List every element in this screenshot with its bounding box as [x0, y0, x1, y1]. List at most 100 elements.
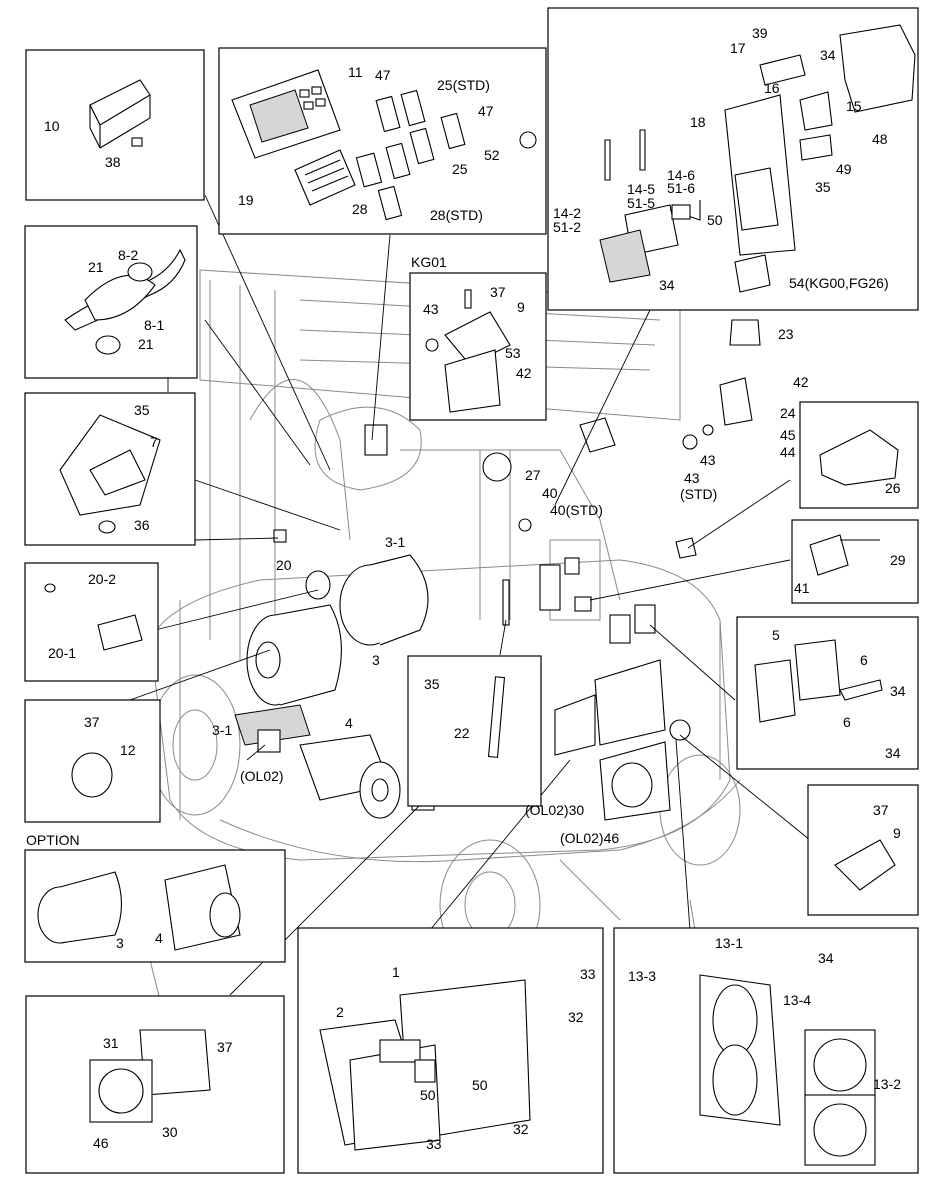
callout-c25std: 25(STD): [437, 77, 490, 93]
callout-c35c: 35: [424, 676, 440, 692]
callout-c48: 48: [872, 131, 888, 147]
callout-c33a: 33: [580, 966, 596, 982]
callout-c13_3: 13-3: [628, 968, 656, 984]
callout-c19: 19: [238, 192, 254, 208]
callout-c6a: 6: [860, 652, 868, 668]
callout-c45: 45: [780, 427, 796, 443]
truck-outline: [149, 269, 741, 1001]
callout-c52: 52: [484, 147, 500, 163]
callout-c32a: 32: [568, 1009, 584, 1025]
callout-c14_6: 14-6: [667, 167, 695, 183]
callout-c8_1: 8-1: [144, 317, 164, 333]
callout-c25: 25: [452, 161, 468, 177]
callout-cstd: (STD): [680, 486, 717, 502]
callout-col02_30: (OL02)30: [525, 802, 584, 818]
callout-c44: 44: [780, 444, 796, 460]
callout-c40std: 40(STD): [550, 502, 603, 518]
callout-c41: 41: [794, 580, 810, 596]
callout-c3_1b: 3-1: [212, 722, 232, 738]
leader-lines: [129, 194, 811, 996]
callout-c27: 27: [525, 467, 541, 483]
box-22: [407, 655, 542, 807]
callout-c14_5: 14-5: [627, 181, 655, 197]
callout-c30: 30: [162, 1124, 178, 1140]
callout-c54: 54(KG00,FG26): [789, 275, 889, 291]
callout-c34b: 34: [659, 277, 675, 293]
callout-c15: 15: [846, 98, 862, 114]
callout-c37a: 37: [490, 284, 506, 300]
callout-c46: 46: [93, 1135, 109, 1151]
callout-c50c: 50: [472, 1077, 488, 1093]
callout-c50a: 50: [707, 212, 723, 228]
callout-c34e: 34: [818, 950, 834, 966]
callout-c16: 16: [764, 80, 780, 96]
callout-c37c: 37: [873, 802, 889, 818]
callout-c28std: 28(STD): [430, 207, 483, 223]
callout-c14_2: 14-2: [553, 205, 581, 221]
option-heading: OPTION: [26, 832, 80, 848]
part-sketches: [37, 24, 916, 1166]
callout-c1: 1: [392, 964, 400, 980]
callout-c21b: 21: [138, 336, 154, 352]
callout-c28: 28: [352, 201, 368, 217]
callout-c35b: 35: [134, 402, 150, 418]
callout-c10: 10: [44, 118, 60, 134]
callout-c40a: 40: [542, 485, 558, 501]
callout-c24: 24: [780, 405, 796, 421]
callout-c9a: 9: [517, 299, 525, 315]
callout-c32b: 32: [513, 1121, 529, 1137]
callout-c49: 49: [836, 161, 852, 177]
callout-c43b: 43: [700, 452, 716, 468]
callout-c37d: 37: [217, 1039, 233, 1055]
callout-c6b: 6: [843, 714, 851, 730]
callout-kg01: KG01: [411, 254, 447, 270]
callout-c53: 53: [505, 345, 521, 361]
callout-c36: 36: [134, 517, 150, 533]
callout-c13_1: 13-1: [715, 935, 743, 951]
callout-c4b: 4: [155, 930, 163, 946]
callout-c33b: 33: [426, 1136, 442, 1152]
callout-c51_5: 51-5: [627, 195, 655, 211]
callout-c35a: 35: [815, 179, 831, 195]
callout-c13_4: 13-4: [783, 992, 811, 1008]
callout-c50b: 50: [420, 1087, 436, 1103]
callout-c2: 2: [336, 1004, 344, 1020]
box-29: [791, 519, 919, 604]
callout-c9b: 9: [893, 825, 901, 841]
callout-c20_2: 20-2: [88, 571, 116, 587]
callout-c22: 22: [454, 725, 470, 741]
callout-c23: 23: [778, 326, 794, 342]
callout-c34c: 34: [890, 683, 906, 699]
callout-col02_46: (OL02)46: [560, 830, 619, 846]
callout-c20: 20: [276, 557, 292, 573]
callout-c43a: 43: [423, 301, 439, 317]
callout-c3b: 3: [116, 935, 124, 951]
callout-c34a: 34: [820, 47, 836, 63]
callout-col02a: (OL02): [240, 768, 284, 784]
callout-c29: 29: [890, 552, 906, 568]
callout-c37b: 37: [84, 714, 100, 730]
callout-c51_6: 51-6: [667, 180, 695, 196]
callout-c34d: 34: [885, 745, 901, 761]
callout-c12: 12: [120, 742, 136, 758]
callout-c47b: 47: [478, 103, 494, 119]
callout-c8_2: 8-2: [118, 247, 138, 263]
box-10: [25, 49, 205, 201]
callout-c17: 17: [730, 40, 746, 56]
callout-c42a: 42: [516, 365, 532, 381]
callout-c7: 7: [150, 434, 158, 450]
callout-c3a: 3: [372, 652, 380, 668]
truck-components: [234, 417, 697, 821]
callout-c5: 5: [772, 627, 780, 643]
callout-c21a: 21: [88, 259, 104, 275]
callout-c26: 26: [885, 480, 901, 496]
callout-c4a: 4: [345, 715, 353, 731]
callout-c18: 18: [690, 114, 706, 130]
callout-c43c: 43: [684, 470, 700, 486]
callout-c39: 39: [752, 25, 768, 41]
callout-c31: 31: [103, 1035, 119, 1051]
callout-c42b: 42: [793, 374, 809, 390]
